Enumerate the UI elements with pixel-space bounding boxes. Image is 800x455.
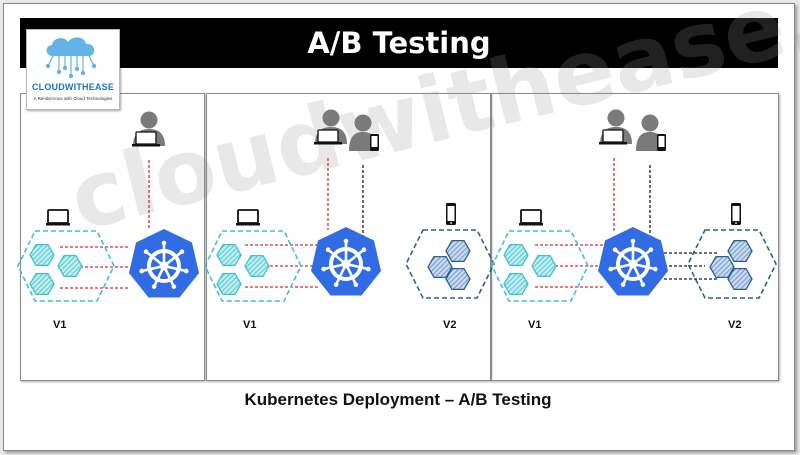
version-label-v2: V2 bbox=[728, 319, 741, 331]
logo-tagline: A Rendezvous with Cloud Technologies bbox=[33, 96, 113, 101]
version-label-v2: V2 bbox=[443, 319, 456, 331]
diagram-caption: Kubernetes Deployment – A/B Testing bbox=[244, 390, 552, 409]
desktop-user-icon bbox=[598, 108, 633, 146]
diagram-frame bbox=[3, 3, 795, 451]
version-label-v1: V1 bbox=[528, 319, 541, 331]
laptop-icon bbox=[518, 209, 544, 227]
logo-name: CLOUDWITHEASE bbox=[31, 82, 115, 92]
pod-hexagon-icon bbox=[18, 231, 114, 301]
page-title: A/B Testing bbox=[20, 18, 778, 68]
logo: CLOUDWITHEASE A Rendezvous with Cloud Te… bbox=[26, 29, 120, 110]
version-label-v1: V1 bbox=[243, 319, 256, 331]
laptop-icon bbox=[45, 209, 71, 227]
pod-hexagon-icon bbox=[406, 230, 494, 298]
panel-v1-v2-routed bbox=[491, 93, 779, 381]
version-label-v1: V1 bbox=[53, 319, 66, 331]
cloud-logo-icon bbox=[45, 37, 97, 79]
panel-v1-v2-split bbox=[206, 93, 491, 381]
desktop-user-icon bbox=[313, 108, 348, 146]
smartphone-icon bbox=[446, 203, 456, 225]
kubernetes-helm-icon bbox=[596, 225, 670, 298]
kubernetes-helm-icon bbox=[127, 227, 201, 300]
mobile-user-icon bbox=[636, 114, 666, 151]
mobile-user-icon bbox=[349, 114, 379, 151]
pod-hexagon-icon bbox=[688, 230, 776, 298]
kubernetes-helm-icon bbox=[309, 225, 383, 298]
laptop-icon bbox=[235, 209, 261, 227]
pod-hexagon-icon bbox=[492, 231, 588, 301]
smartphone-icon bbox=[731, 203, 741, 225]
desktop-user-icon bbox=[131, 110, 166, 148]
